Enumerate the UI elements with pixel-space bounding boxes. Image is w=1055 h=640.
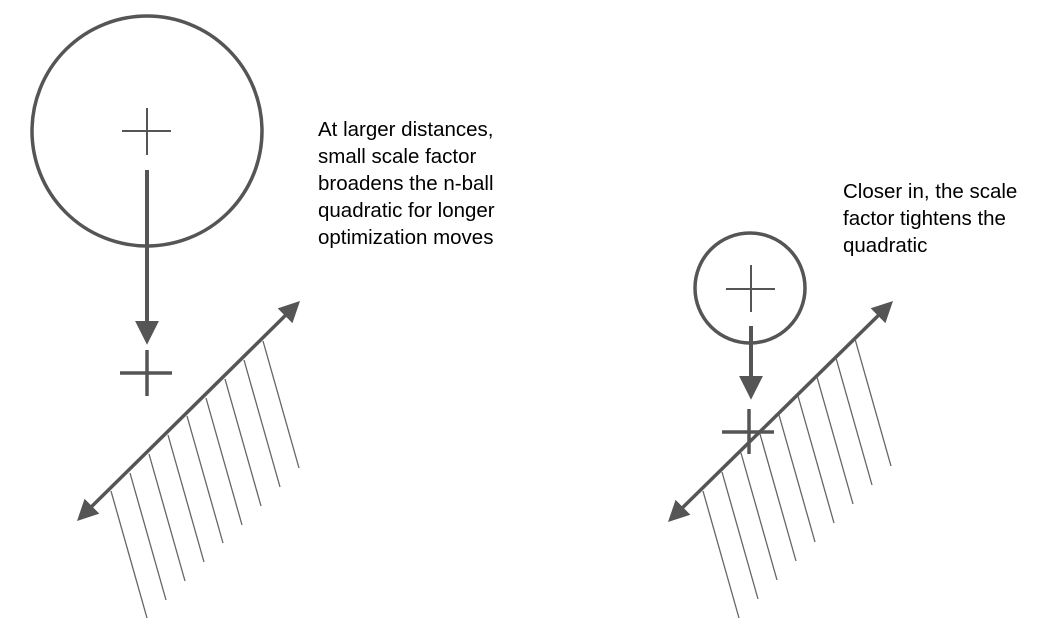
left-caption-line: At larger distances, [318, 118, 494, 141]
left-caption-line: quadratic for longer [318, 199, 495, 222]
left-panel [30, 14, 300, 619]
right-caption-line: factor tightens the [843, 207, 1006, 230]
left-target-cross [120, 350, 172, 396]
right-caption-line: Closer in, the scale [843, 180, 1018, 203]
right-constraint-line [668, 301, 893, 522]
left-hatching [110, 340, 300, 619]
right-hatching [702, 338, 892, 619]
right-panel [668, 231, 893, 619]
left-caption-line: small scale factor [318, 145, 477, 168]
left-center-cross [122, 108, 171, 155]
left-caption-line: optimization moves [318, 226, 494, 249]
left-caption: At larger distances, small scale factor … [318, 116, 495, 251]
right-caption-line: quadratic [843, 234, 928, 257]
right-target-cross [722, 409, 774, 454]
right-center-cross [726, 265, 775, 312]
left-constraint-line [77, 301, 300, 521]
right-caption: Closer in, the scale factor tightens the… [843, 178, 1017, 259]
left-caption-line: broadens the n-ball [318, 172, 494, 195]
